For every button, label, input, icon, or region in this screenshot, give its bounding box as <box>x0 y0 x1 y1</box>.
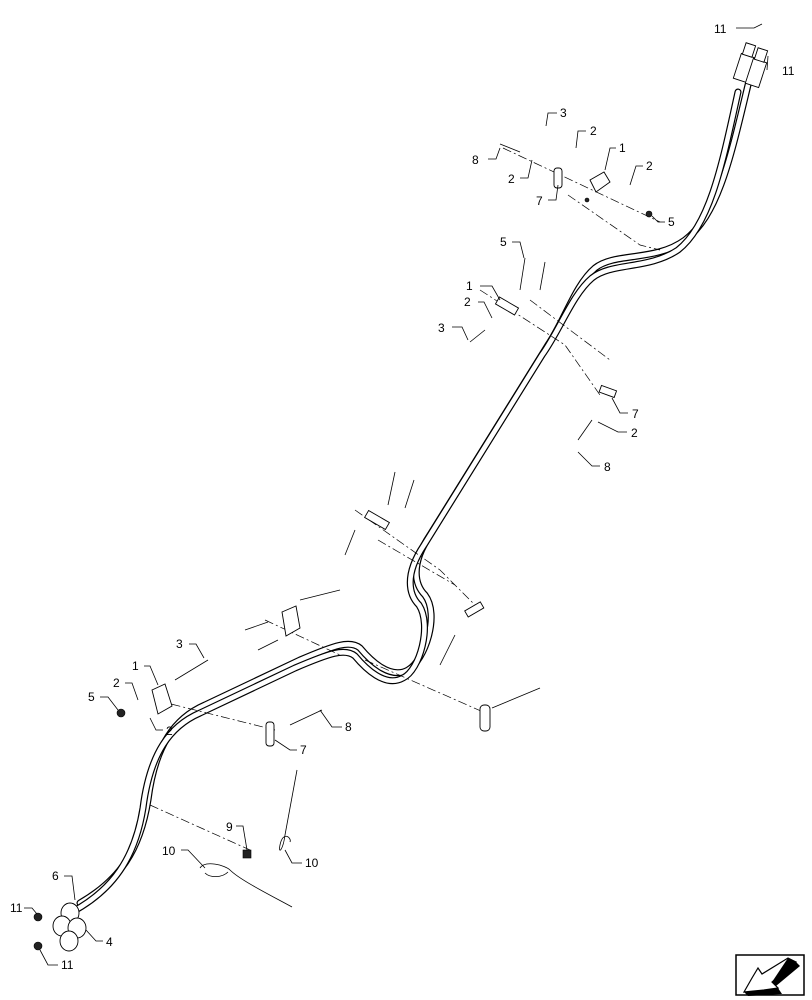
callout-3-low: 3 <box>176 637 183 651</box>
callout-4: 4 <box>106 935 113 949</box>
callout-labels: 11 11 3 2 8 1 2 2 7 5 5 1 2 3 7 2 8 3 1 … <box>10 22 795 972</box>
clamp-top <box>499 143 653 218</box>
callout-9: 9 <box>226 820 233 834</box>
callout-11-bottom-b: 11 <box>61 958 74 972</box>
callout-1-mid: 1 <box>466 279 473 293</box>
callout-2-mid: 2 <box>464 295 471 309</box>
callout-2-mid-b: 2 <box>631 426 638 440</box>
callout-5-low: 5 <box>88 690 95 704</box>
previous-page-arrow-icon[interactable] <box>735 954 805 996</box>
callout-7-top: 7 <box>536 194 543 208</box>
assembly-center-lines <box>149 147 661 851</box>
callout-2-top-c: 2 <box>508 172 515 186</box>
callout-10-right: 10 <box>305 856 319 870</box>
callout-2-low-a: 2 <box>113 676 120 690</box>
callout-5-top: 5 <box>668 215 675 229</box>
callout-leaders <box>24 23 769 966</box>
callout-8-mid: 8 <box>604 460 611 474</box>
callout-7-low: 7 <box>300 743 307 757</box>
clamp-center <box>344 471 485 666</box>
callout-6: 6 <box>52 869 59 883</box>
callout-8-top: 8 <box>472 153 479 167</box>
callout-11-bottom-a: 11 <box>10 901 23 915</box>
callout-1-low: 1 <box>132 659 139 673</box>
callout-5-mid: 5 <box>500 235 507 249</box>
hose-bundle <box>68 81 752 916</box>
callout-3-top: 3 <box>560 106 567 120</box>
callout-8-low: 8 <box>345 720 352 734</box>
callout-2-low-b: 2 <box>166 724 173 738</box>
clamp-mid <box>469 257 618 441</box>
clamp-bottom <box>116 659 323 747</box>
tie-wrap <box>199 769 298 908</box>
callout-11-top: 11 <box>714 22 727 36</box>
callout-2-top-a: 2 <box>590 124 597 138</box>
hose-end-fitting-bottom <box>33 902 87 952</box>
callout-10-left: 10 <box>162 844 176 858</box>
callout-3-mid: 3 <box>438 321 445 335</box>
callout-11-top-right: 11 <box>782 64 795 78</box>
callout-7-mid: 7 <box>632 407 639 421</box>
hose-end-fitting-top <box>732 42 769 89</box>
callout-1-top: 1 <box>619 141 626 155</box>
clamp-lower <box>244 589 541 732</box>
callout-2-top-b: 2 <box>646 159 653 173</box>
